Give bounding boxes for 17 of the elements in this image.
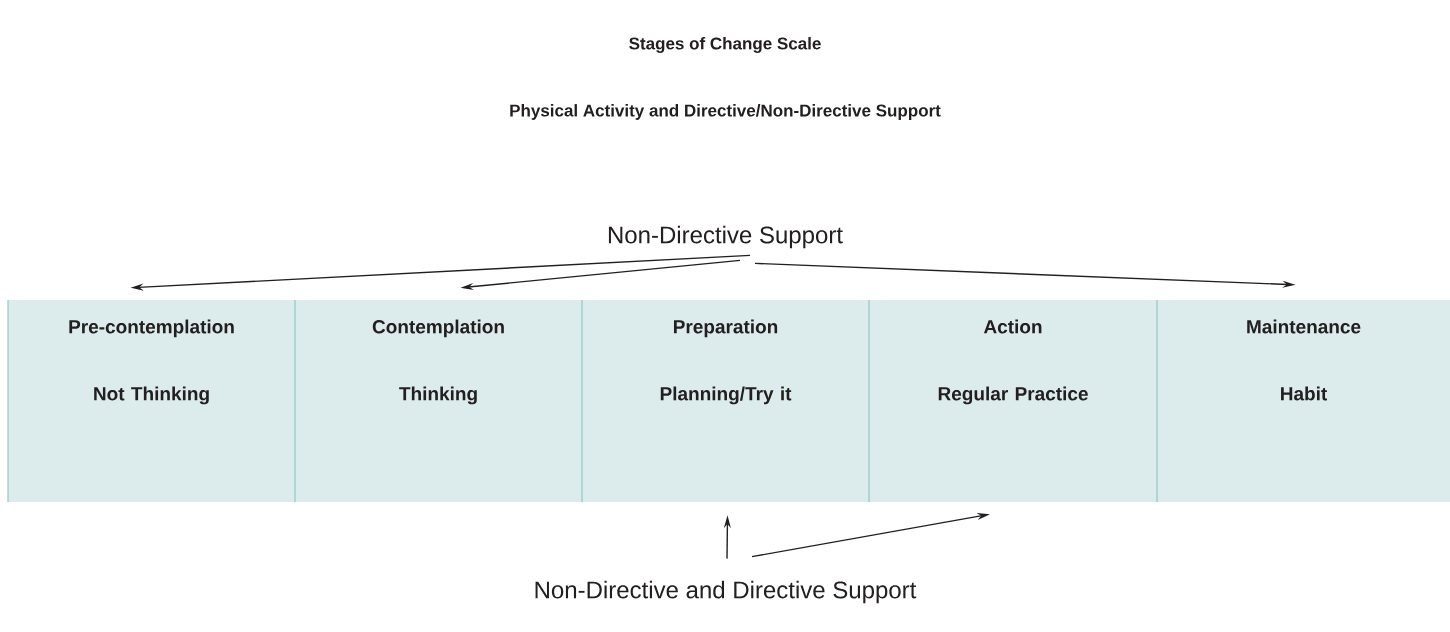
node-label: Not Thinking (94, 386, 209, 405)
support-label: Non-Directive and Directive Support (535, 580, 917, 604)
stage-box: Pre-contemplation Not Thinking (7, 299, 295, 503)
stage-box: Preparation Planning/Try it (581, 299, 869, 503)
node-label: Thinking (399, 386, 477, 405)
node-label: Preparation (673, 319, 778, 338)
node-label: Regular Practice (938, 386, 1088, 405)
title: Stages of Change Scale (629, 37, 821, 53)
node-label: Action (983, 319, 1042, 334)
stage-box: Maintenance Habit (1156, 299, 1450, 503)
node-label: Contemplation (372, 319, 504, 338)
node-label: Pre-contemplation (69, 319, 234, 338)
node-label: Planning/Try it (660, 386, 792, 405)
stage-box: Contemplation Thinking (294, 299, 582, 503)
support-label: Non-Directive Support (608, 225, 843, 249)
stage-box: Action Regular Practice (868, 299, 1157, 503)
subtitle: Physical Activity and Directive/Non-Directive Support (510, 104, 941, 120)
